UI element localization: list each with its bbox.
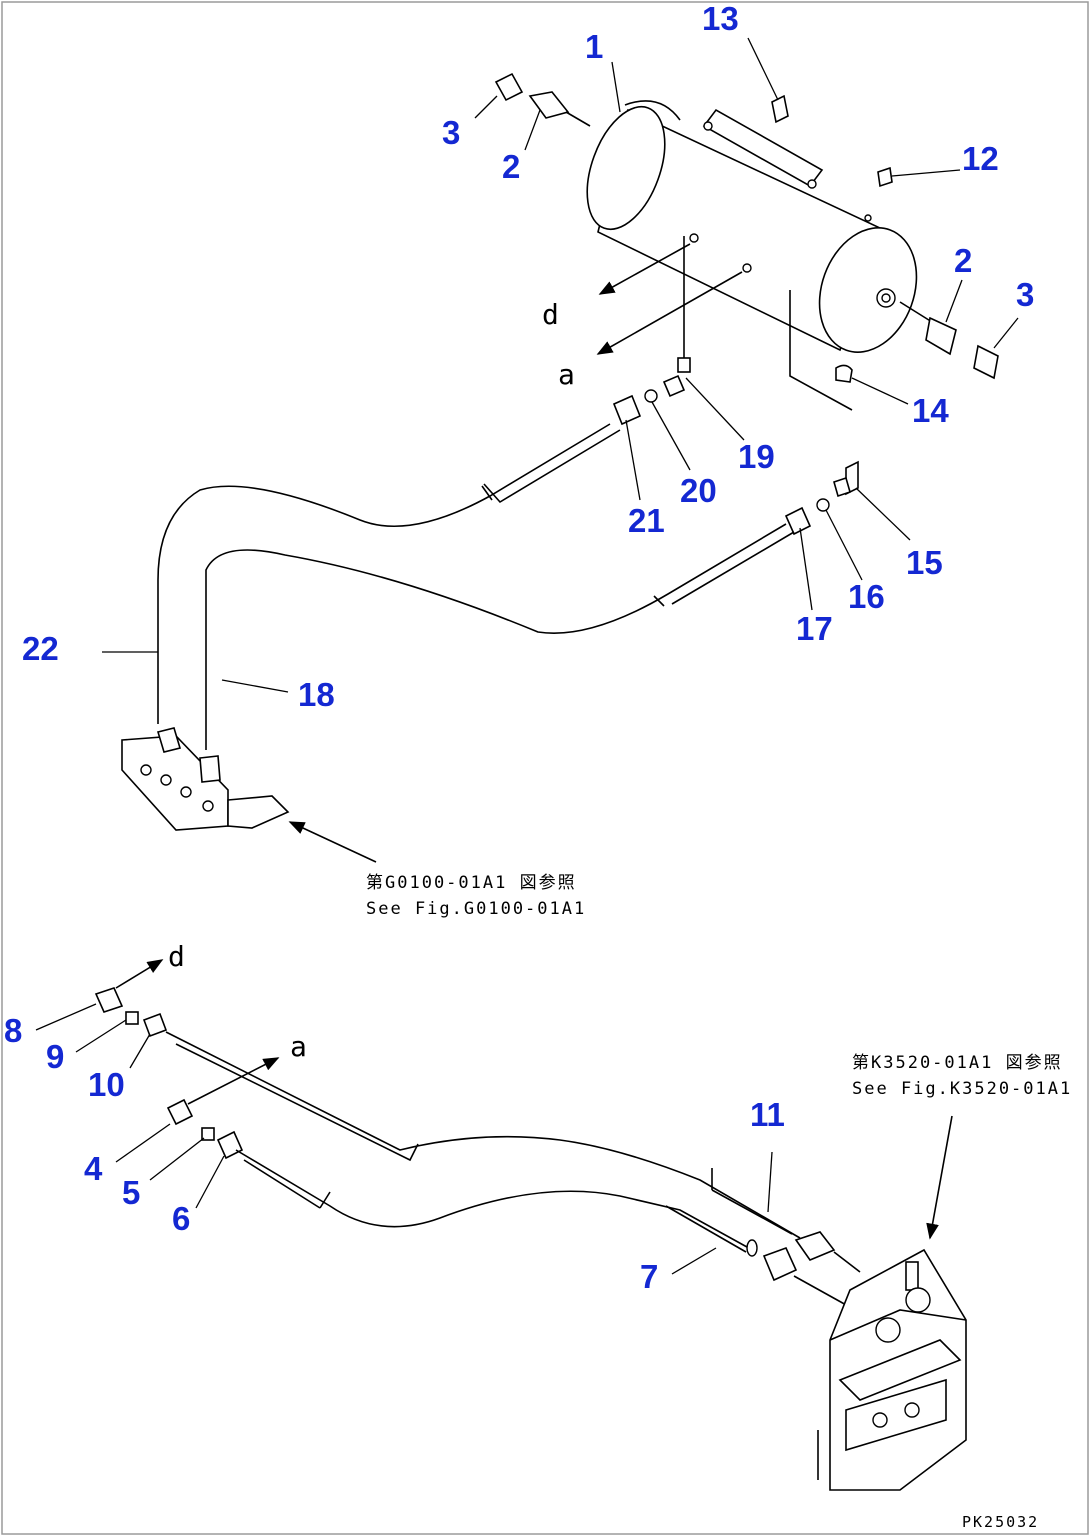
callout-10: 10 (88, 1066, 125, 1103)
hose-7 (235, 1149, 758, 1257)
callout-14: 14 (912, 392, 949, 429)
hose-11 (165, 1031, 801, 1239)
fittings-15-17 (784, 460, 859, 536)
leader-lines (35, 37, 1019, 1275)
callout-4: 4 (84, 1150, 103, 1187)
fittings-left-end (494, 72, 591, 127)
valve-connectors (762, 1231, 861, 1307)
callout-7: 7 (640, 1258, 658, 1295)
callout-1: 1 (585, 28, 603, 65)
connection-letter-d-bottom: d (168, 940, 185, 973)
reference-lower-en: See Fig.K3520-01A1 (852, 1079, 1072, 1099)
drain-leader (789, 290, 853, 411)
callout-20: 20 (680, 472, 717, 509)
callout-13: 13 (702, 0, 739, 37)
hose-18 (205, 523, 795, 750)
connection-letter-d-top: d (542, 298, 559, 331)
callout-22: 22 (22, 630, 59, 667)
plug-12 (864, 166, 893, 222)
reference-lower-jp: 第K3520-01A1 図参照 (852, 1053, 1063, 1073)
callout-6: 6 (172, 1200, 190, 1237)
callout-8: 8 (4, 1012, 22, 1049)
callout-15: 15 (906, 544, 943, 581)
reference-upper-jp: 第G0100-01A1 図参照 (366, 873, 577, 893)
callout-3-right: 3 (1016, 276, 1034, 313)
callout-12: 12 (962, 140, 999, 177)
callout-11: 11 (750, 1096, 785, 1133)
drain-valve (835, 364, 853, 383)
ref-arrow-lower (926, 1115, 953, 1240)
ref-arrow-upper (288, 821, 377, 863)
arrow-a-top (596, 271, 743, 355)
control-valve (817, 1248, 967, 1491)
callout-3-left: 3 (442, 114, 460, 151)
reference-upper-en: See Fig.G0100-01A1 (366, 899, 586, 919)
callout-17: 17 (796, 610, 833, 647)
callout-19: 19 (738, 438, 775, 475)
fittings-8-10 (94, 987, 168, 1038)
callout-9: 9 (46, 1038, 64, 1075)
fittings-right-end (899, 301, 999, 380)
fittings-4-6 (166, 1098, 244, 1160)
tank-bracket (702, 94, 824, 189)
arrow-d-top (598, 243, 691, 295)
air-tank (586, 100, 918, 353)
hose-22 (157, 423, 621, 724)
callout-16: 16 (848, 578, 885, 615)
manifold-block (121, 727, 290, 831)
connection-letter-a-top: a (558, 358, 575, 391)
arrow-d-bottom (115, 959, 164, 989)
callout-5: 5 (122, 1174, 140, 1211)
callout-18: 18 (298, 676, 335, 713)
callout-21: 21 (628, 502, 665, 539)
callout-2-left: 2 (502, 148, 520, 185)
connection-letter-a-bottom: a (290, 1030, 307, 1063)
drawing-code: PK25032 (962, 1513, 1039, 1531)
arrow-a-bottom (187, 1057, 280, 1105)
fittings-19-21 (612, 357, 691, 426)
callout-2-right: 2 (954, 242, 972, 279)
